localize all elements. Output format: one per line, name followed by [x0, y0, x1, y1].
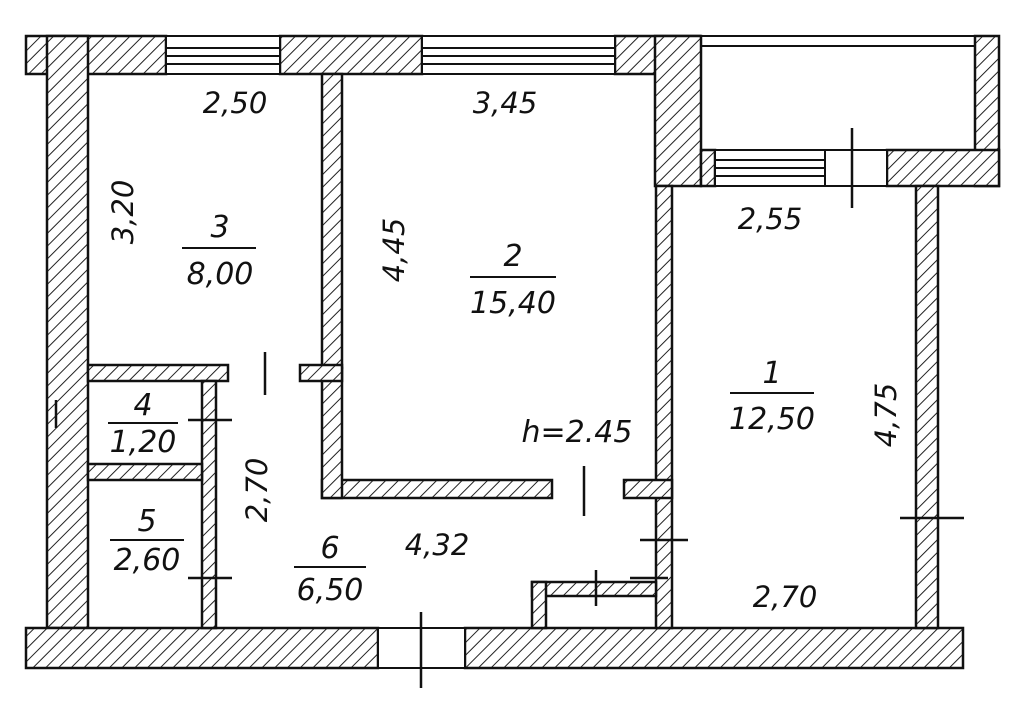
dim-room2-height: 4,45 [377, 218, 411, 283]
wall-room2-bottom [320, 478, 554, 500]
wall-room3-room2 [320, 72, 344, 370]
room-area-3: 8,00 [187, 257, 254, 292]
dim-hall-width: 4,32 [405, 528, 470, 562]
wall-wc-right [200, 379, 218, 630]
wall-room2-room1 [654, 184, 674, 630]
wall-room1-right [914, 184, 940, 630]
room-number-6: 6 [320, 531, 339, 566]
balcony-bottom-left [699, 148, 717, 188]
dim-hall-height: 2,70 [240, 458, 274, 523]
kitchen-niche [530, 580, 658, 598]
room-area-4: 1,20 [110, 425, 177, 460]
room-number-1: 1 [762, 356, 781, 391]
room-area-5: 2,60 [114, 543, 181, 578]
wall-room4-room5 [86, 462, 204, 482]
dim-room3-width: 2,50 [203, 86, 268, 120]
room-number-2: 2 [503, 239, 522, 274]
room-labels: 3 8,00 2 15,40 1 12,50 4 1,20 5 2,60 6 6… [108, 210, 815, 608]
wall-top-mid [278, 34, 424, 76]
dim-room1-width-bottom: 2,70 [753, 580, 818, 614]
dimension-labels: 2,50 3,20 3,45 4,45 2,55 4,75 2,70 2,70 … [106, 86, 903, 614]
dim-room3-height: 3,20 [106, 180, 140, 245]
wall-room3-bottom [86, 363, 230, 383]
room-number-4: 4 [133, 388, 152, 423]
kitchen-niche-side [530, 580, 548, 630]
wall-room2-right [653, 34, 703, 188]
wall-room2-left-lower [320, 366, 344, 500]
wall-bottom-right [463, 626, 965, 670]
room-area-2: 15,40 [470, 286, 556, 321]
room-number-3: 3 [210, 210, 229, 245]
balcony-inner [700, 35, 976, 151]
wall-left [45, 34, 90, 630]
room-area-6: 6,50 [297, 573, 364, 608]
wall-room3-bottom-right [298, 363, 344, 383]
room-number-5: 5 [137, 504, 156, 539]
dim-room1-height: 4,75 [869, 383, 903, 448]
wall-room2-bottom-right [622, 478, 674, 500]
ceiling-height: h=2.45 [522, 415, 633, 450]
windows [165, 35, 976, 669]
room-area-1: 12,50 [729, 402, 815, 437]
door-marks [54, 128, 964, 688]
dim-room1-width-top: 2,55 [738, 202, 803, 236]
wall-bottom-left [24, 626, 380, 670]
dim-room2-width: 3,45 [473, 86, 538, 120]
balcony-bottom-right [885, 148, 1001, 188]
balcony-door [824, 149, 888, 187]
walls [24, 34, 1001, 670]
